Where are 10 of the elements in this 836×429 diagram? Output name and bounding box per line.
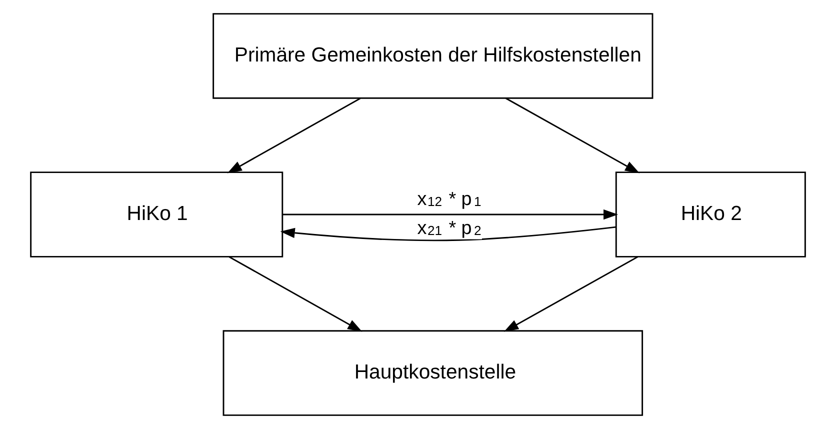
node-box: HiKo 1: [30, 172, 284, 258]
arrow: [227, 98, 361, 174]
node-box: Hauptkostenstelle: [222, 330, 644, 416]
arrow: [280, 226, 616, 242]
arrow: [228, 256, 362, 332]
node-box: Primäre Gemeinkosten der Hilfskostenstellen: [212, 13, 654, 99]
node-box: HiKo 2: [615, 172, 806, 258]
arrow: [506, 98, 640, 174]
arrow: [283, 209, 618, 220]
arrow: [504, 256, 638, 332]
